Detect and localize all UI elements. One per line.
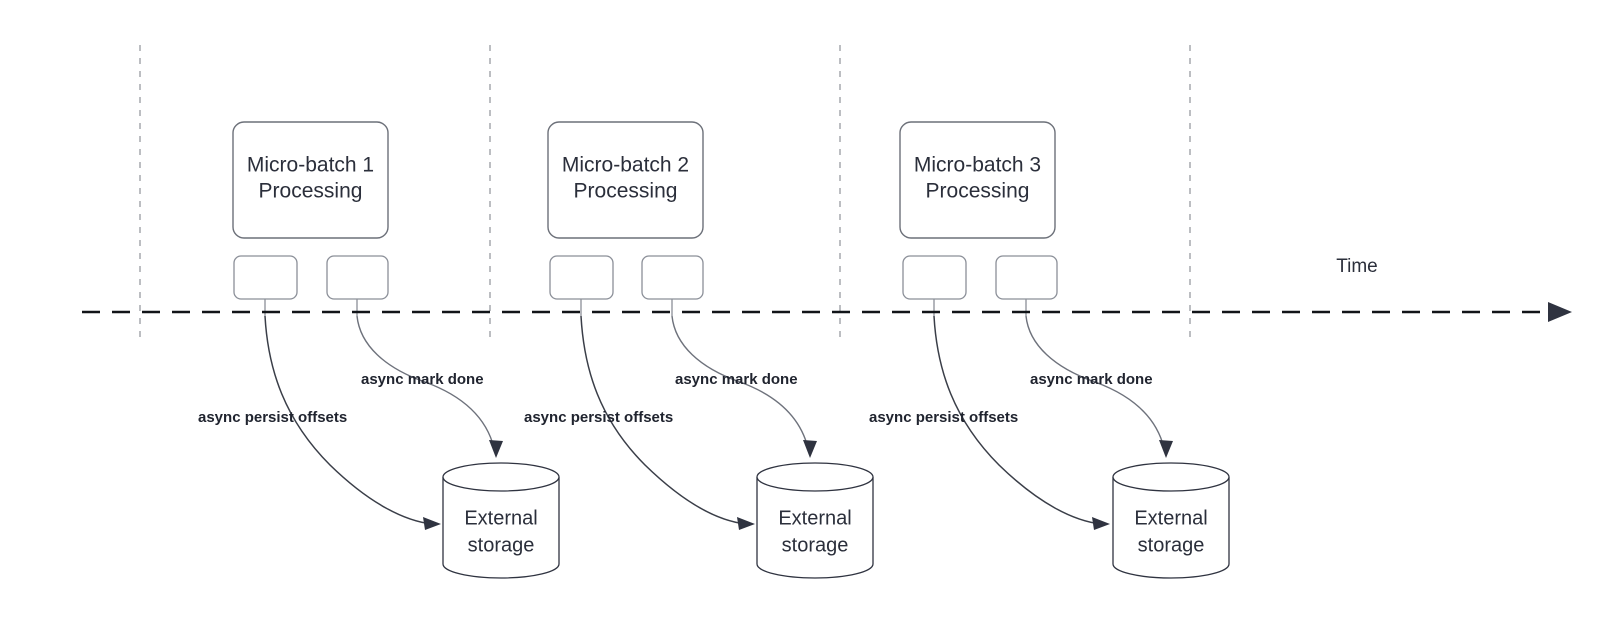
mini-task-box-3-right[interactable] <box>995 255 1058 300</box>
edge-label-persist-offsets-2: async persist offsets <box>524 409 673 426</box>
micro-batch-box-1-line1: Micro-batch 1 <box>247 154 374 177</box>
external-storage-cylinder-3-top <box>1112 462 1230 492</box>
timeline-tick-group <box>139 45 1191 340</box>
external-storage-cylinder-2-line2: storage <box>782 534 849 556</box>
flow-mark-done-2 <box>671 315 809 449</box>
external-storage-cylinder-1-line1: External <box>464 507 537 529</box>
external-storage-cylinder-1[interactable]: External storage <box>442 462 560 579</box>
flow-mark-done-1 <box>356 315 495 449</box>
flow-persist-offsets-1-arrowhead <box>423 517 441 530</box>
micro-batch-box-3-line2: Processing <box>926 180 1030 203</box>
edge-label-mark-done-2: async mark done <box>675 371 798 388</box>
edge-label-mark-done-3: async mark done <box>1030 371 1153 388</box>
micro-batch-box-2-line1: Micro-batch 2 <box>562 154 689 177</box>
flow-mark-done-2-arrowhead <box>803 440 817 458</box>
external-storage-cylinder-3-body <box>1112 477 1230 579</box>
micro-batch-box-3-line1: Micro-batch 3 <box>914 154 1041 177</box>
flow-mark-done-3-arrowhead <box>1159 440 1173 458</box>
external-storage-cylinder-2-line1: External <box>778 507 851 529</box>
edge-label-mark-done-1: async mark done <box>361 371 484 388</box>
mini-task-box-3-left[interactable] <box>902 255 967 300</box>
flow-mark-done-3 <box>1025 315 1165 449</box>
flow-mark-done-1-arrowhead <box>489 440 503 458</box>
external-storage-cylinder-3-line1: External <box>1134 507 1207 529</box>
micro-batch-box-1[interactable] <box>232 121 389 239</box>
external-storage-cylinder-1-body <box>442 477 560 579</box>
external-storage-cylinder-2[interactable]: External storage <box>756 462 874 579</box>
edge-label-persist-offsets-3: async persist offsets <box>869 409 1018 426</box>
external-storage-cylinder-3[interactable]: External storage <box>1112 462 1230 579</box>
micro-batch-box-1-line2: Processing <box>259 180 363 203</box>
mini-task-box-2-left[interactable] <box>549 255 614 300</box>
time-axis: Time <box>82 256 1572 322</box>
flow-persist-offsets-3-arrowhead <box>1092 517 1110 530</box>
external-storage-cylinder-3-line2: storage <box>1138 534 1205 556</box>
mini-task-box-2-right[interactable] <box>641 255 704 300</box>
external-storage-cylinder-1-line2: storage <box>468 534 535 556</box>
micro-batch-box-2[interactable] <box>547 121 704 239</box>
time-axis-label: Time <box>1336 256 1378 277</box>
group-3: Micro-batch 3 Processing External storag… <box>869 121 1230 579</box>
mini-task-box-1-right[interactable] <box>326 255 389 300</box>
external-storage-cylinder-2-top <box>756 462 874 492</box>
flow-persist-offsets-2-arrowhead <box>737 517 755 530</box>
micro-batch-box-2-line2: Processing <box>574 180 678 203</box>
time-axis-arrowhead <box>1548 302 1572 322</box>
group-2: Micro-batch 2 Processing External storag… <box>524 121 874 579</box>
flow-persist-offsets-1 <box>264 315 433 525</box>
flow-persist-offsets-3 <box>933 315 1102 525</box>
mini-task-box-1-left[interactable] <box>233 255 298 300</box>
external-storage-cylinder-2-body <box>756 477 874 579</box>
flow-persist-offsets-2 <box>580 315 747 525</box>
edge-label-persist-offsets-1: async persist offsets <box>198 409 347 426</box>
group-1: Micro-batch 1 Processing External storag… <box>198 121 560 579</box>
micro-batch-box-3[interactable] <box>899 121 1056 239</box>
external-storage-cylinder-1-top <box>442 462 560 492</box>
